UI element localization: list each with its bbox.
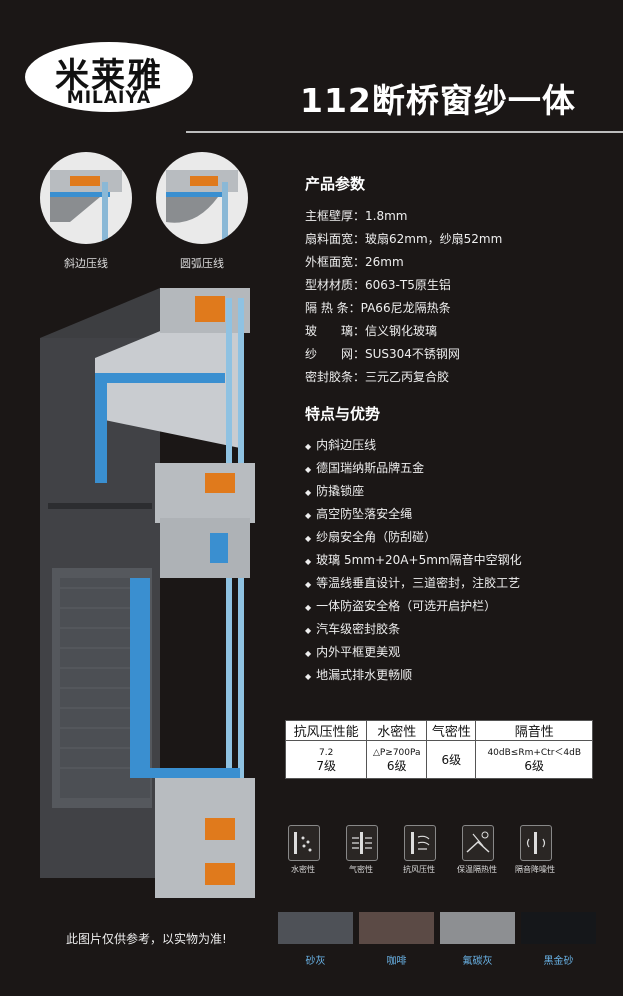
feature-text: 等温线垂直设计，三道密封，注胶工艺 <box>316 576 521 590</box>
feature-icon-label: 保温隔热性 <box>457 865 497 874</box>
perf-header: 气密性 <box>426 720 477 741</box>
brand-logo: 米莱雅 MILAIYA <box>23 40 195 114</box>
param-item: 扇料面宽：玻扇62mm，纱扇52mm <box>305 232 503 246</box>
perf-water-grade: 6级 <box>386 758 407 773</box>
param-item: 隔 热 条：PA66尼龙隔热条 <box>305 301 451 315</box>
bullet-icon: ◆ <box>305 626 312 635</box>
sound-icon <box>520 825 552 861</box>
color-swatch-black-gold <box>521 912 596 944</box>
perf-air-grade: 6级 <box>441 752 462 767</box>
brand-name-cn: 米莱雅 <box>55 56 163 96</box>
bullet-icon: ◆ <box>305 534 312 543</box>
feature-icon-label: 隔音降噪性 <box>515 865 555 874</box>
param-item: 密封胶条：三元乙丙复合胶 <box>305 370 450 384</box>
bullet-icon: ◆ <box>305 672 312 681</box>
perf-header: 隔音性 <box>475 720 593 741</box>
feature-icon-label: 气密性 <box>349 865 373 874</box>
feature-text: 纱扇安全角（防刮碰） <box>316 530 437 544</box>
disclaimer: 此图片仅供参考，以实物为准! <box>66 932 227 946</box>
param-item: 玻 璃：信义钢化玻璃 <box>305 324 438 338</box>
perf-wind-grade: 7级 <box>316 758 336 773</box>
color-swatch-sand-grey <box>278 912 353 944</box>
bullet-icon: ◆ <box>305 488 312 497</box>
wind-icon <box>404 825 436 861</box>
profile-arc-label: 圆弧压线 <box>180 257 224 270</box>
param-item: 外框面宽：26mm <box>305 255 404 269</box>
profile-arc-image <box>156 152 248 244</box>
param-item: 纱 网：SUS304不锈钢网 <box>305 347 460 361</box>
perf-sound-grade: 6级 <box>524 758 545 773</box>
water-icon <box>288 825 320 861</box>
bullet-icon: ◆ <box>305 603 312 612</box>
feature-item: ◆ 地漏式排水更畅顺 <box>305 666 412 683</box>
air-icon <box>346 825 378 861</box>
logo-ellipse <box>25 42 193 112</box>
perf-wind-value: 7.2 <box>318 747 334 758</box>
feature-text: 防撬锁座 <box>316 484 365 498</box>
thermal-icon <box>462 825 494 861</box>
feature-text: 高空防坠落安全绳 <box>316 507 413 521</box>
feature-item: ◆ 高空防坠落安全绳 <box>305 505 412 522</box>
param-item: 主框壁厚：1.8mm <box>305 209 408 223</box>
perf-wind-cell: 7.2 7级 <box>284 740 368 779</box>
feature-text: 汽车级密封胶条 <box>316 622 401 636</box>
feature-icon-label: 抗风压性 <box>403 865 435 874</box>
profile-bevel-label: 斜边压线 <box>64 257 108 270</box>
feature-item: ◆ 等温线垂直设计，三道密封，注胶工艺 <box>305 574 520 591</box>
feature-item: ◆ 德国瑞纳斯品牌五金 <box>305 459 424 476</box>
color-label: 咖啡 <box>386 956 407 967</box>
performance-table: 抗风压性能 水密性 气密性 隔音性 7.2 7级 △P≥700Pa 6级 6级 … <box>284 720 593 779</box>
perf-water-value: △P≥700Pa <box>372 747 421 758</box>
color-label: 氟碳灰 <box>462 956 493 967</box>
profile-bevel-image <box>40 152 132 244</box>
bullet-icon: ◆ <box>305 465 312 474</box>
feature-text: 德国瑞纳斯品牌五金 <box>316 461 425 475</box>
feature-item: ◆ 防撬锁座 <box>305 482 364 499</box>
bullet-icon: ◆ <box>305 442 312 451</box>
feature-text: 一体防盗安全格（可选开启护栏） <box>316 599 497 613</box>
window-section-image <box>40 288 255 898</box>
color-label: 砂灰 <box>305 956 326 967</box>
feature-text: 地漏式排水更畅顺 <box>316 668 413 682</box>
feature-text: 内外平框更美观 <box>316 645 401 659</box>
bullet-icon: ◆ <box>305 557 312 566</box>
perf-water-cell: △P≥700Pa 6级 <box>366 740 428 779</box>
perf-sound-cell: 40dB≤Rm+Ctr＜4dB 6级 <box>475 740 593 779</box>
perf-air-cell: 6级 <box>426 740 477 779</box>
perf-sound-value: 40dB≤Rm+Ctr＜4dB <box>487 747 582 758</box>
color-swatch-coffee <box>359 912 434 944</box>
feature-item: ◆ 内外平框更美观 <box>305 643 400 660</box>
features-heading: 特点与优势 <box>305 405 381 423</box>
feature-item: ◆ 纱扇安全角（防刮碰） <box>305 528 436 545</box>
bullet-icon: ◆ <box>305 511 312 520</box>
feature-item: ◆ 玻璃 5mm+20A+5mm隔音中空钢化 <box>305 551 522 568</box>
title-divider <box>186 131 623 133</box>
color-label: 黑金砂 <box>543 956 574 967</box>
feature-icon-label: 水密性 <box>291 865 315 874</box>
perf-header: 抗风压性能 <box>284 720 368 741</box>
feature-text: 内斜边压线 <box>316 438 377 452</box>
feature-item: ◆ 内斜边压线 <box>305 436 376 453</box>
param-item: 型材材质：6063-T5原生铝 <box>305 278 451 292</box>
feature-item: ◆ 汽车级密封胶条 <box>305 620 400 637</box>
feature-text: 玻璃 5mm+20A+5mm隔音中空钢化 <box>316 553 522 567</box>
brand-name-en: MILAIYA <box>66 88 152 108</box>
feature-item: ◆ 一体防盗安全格（可选开启护栏） <box>305 597 496 614</box>
bullet-icon: ◆ <box>305 649 312 658</box>
color-swatch-fluorocarbon-grey <box>440 912 515 944</box>
page-title: 112断桥窗纱一体 <box>300 81 576 120</box>
perf-header: 水密性 <box>366 720 428 741</box>
params-heading: 产品参数 <box>305 175 366 193</box>
bullet-icon: ◆ <box>305 580 312 589</box>
